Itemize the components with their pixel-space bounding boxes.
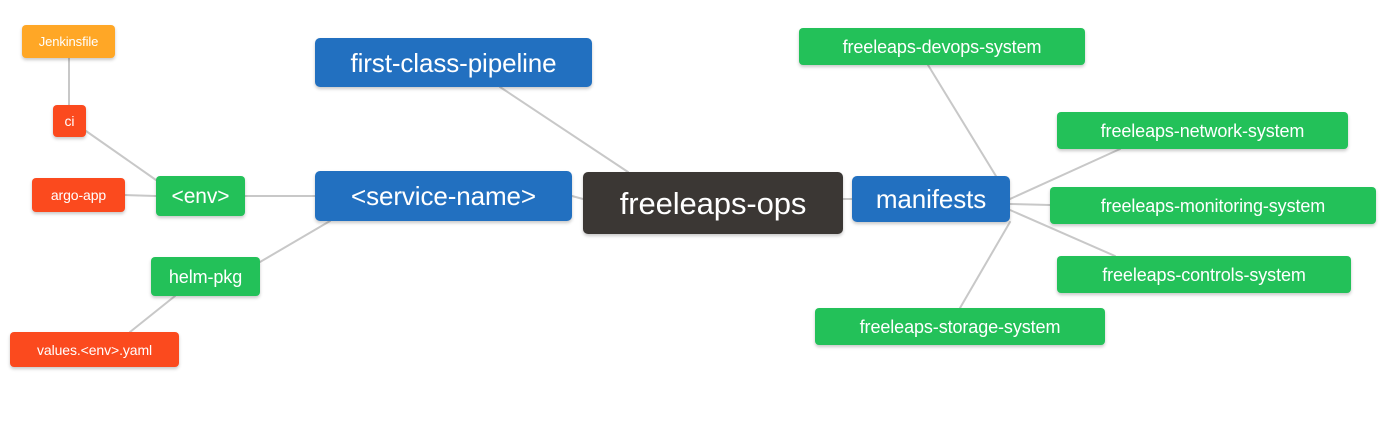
node-label-freeleaps-monitoring-system: freeleaps-monitoring-system: [1100, 195, 1326, 216]
node-label-freeleaps-controls-system: freeleaps-controls-system: [1102, 264, 1306, 285]
node-label-freeleaps-storage-system: freeleaps-storage-system: [859, 316, 1061, 337]
node-argo-app[interactable]: argo-app: [32, 178, 125, 212]
node-ci[interactable]: ci: [53, 105, 86, 137]
node-service-name[interactable]: <service-name>: [315, 171, 572, 221]
node-label-service-name: <service-name>: [350, 181, 537, 211]
node-freeleaps-ops[interactable]: freeleaps-ops: [583, 172, 843, 234]
edge-first-class-pipeline-to-freeleaps-ops: [499, 86, 629, 173]
edge-ci-to-env: [85, 130, 157, 181]
node-label-first-class-pipeline: first-class-pipeline: [350, 47, 557, 78]
node-label-freeleaps-network-system: freeleaps-network-system: [1100, 120, 1305, 141]
edge-manifests-to-freeleaps-monitoring-system: [1009, 203, 1051, 206]
node-label-env: <env>: [171, 184, 230, 208]
edge-helm-pkg-to-service-name: [259, 220, 331, 263]
node-jenkinsfile[interactable]: Jenkinsfile: [22, 25, 115, 58]
node-env[interactable]: <env>: [156, 176, 245, 216]
node-first-class-pipeline[interactable]: first-class-pipeline: [315, 38, 592, 87]
node-freeleaps-devops-system[interactable]: freeleaps-devops-system: [799, 28, 1085, 65]
node-label-freeleaps-devops-system: freeleaps-devops-system: [842, 36, 1042, 57]
node-freeleaps-monitoring-system[interactable]: freeleaps-monitoring-system: [1050, 187, 1376, 224]
edge-service-name-to-freeleaps-ops: [571, 195, 584, 200]
node-label-freeleaps-ops: freeleaps-ops: [619, 185, 807, 221]
node-manifests[interactable]: manifests: [852, 176, 1010, 222]
node-values-env-yaml[interactable]: values.<env>.yaml: [10, 332, 179, 367]
node-label-ci: ci: [64, 113, 75, 129]
node-label-jenkinsfile: Jenkinsfile: [38, 34, 99, 49]
node-label-helm-pkg: helm-pkg: [168, 266, 243, 287]
node-label-values-env-yaml: values.<env>.yaml: [36, 341, 153, 358]
edge-values-env-yaml-to-helm-pkg: [129, 295, 176, 333]
node-freeleaps-network-system[interactable]: freeleaps-network-system: [1057, 112, 1348, 149]
node-freeleaps-controls-system[interactable]: freeleaps-controls-system: [1057, 256, 1351, 293]
node-helm-pkg[interactable]: helm-pkg: [151, 257, 260, 296]
edge-argo-app-to-env: [124, 194, 157, 197]
node-label-manifests: manifests: [875, 184, 987, 214]
node-freeleaps-storage-system[interactable]: freeleaps-storage-system: [815, 308, 1105, 345]
edge-manifests-to-freeleaps-storage-system: [959, 221, 1011, 309]
node-label-argo-app: argo-app: [50, 187, 107, 203]
